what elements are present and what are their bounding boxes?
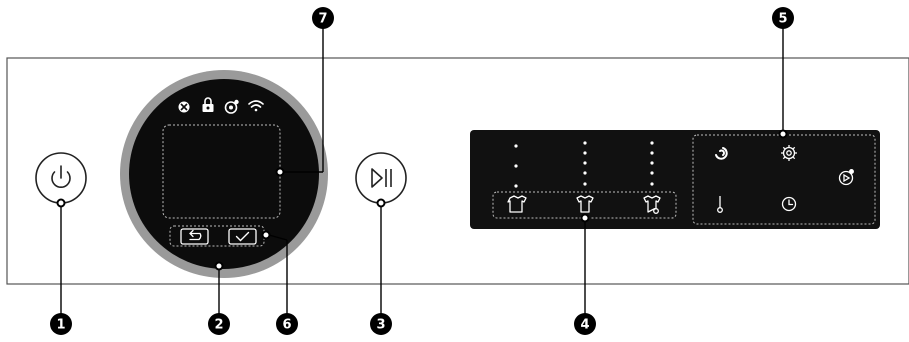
callout-1-label: 1 — [56, 318, 65, 333]
mixed-shirt-icon[interactable] — [576, 195, 594, 213]
spin-icon[interactable] — [715, 147, 728, 160]
callout-6: 6 — [276, 313, 298, 335]
callout-7-label: 7 — [318, 12, 327, 27]
timer-icon[interactable] — [781, 196, 797, 212]
play-pause-icon — [371, 168, 392, 188]
callout-3: 3 — [370, 313, 392, 335]
callout-2-label: 2 — [214, 318, 223, 333]
confirm-icon — [235, 231, 250, 242]
cycle-selector[interactable] — [514, 141, 654, 188]
display-unit — [120, 70, 328, 278]
no-water-icon — [178, 101, 190, 113]
settings-icon[interactable] — [781, 145, 797, 161]
confirm-button[interactable] — [228, 228, 257, 245]
back-icon — [189, 229, 202, 241]
power-icon — [51, 165, 71, 188]
power-button[interactable] — [35, 152, 87, 204]
callout-1: 1 — [50, 313, 72, 335]
callout-3-label: 3 — [376, 318, 385, 333]
option-button-group — [692, 134, 876, 225]
callout-2: 2 — [208, 313, 230, 335]
start-pause-button[interactable] — [355, 152, 407, 204]
smart-control-icon — [224, 99, 239, 114]
display-button-group — [169, 225, 265, 247]
callout-6-label: 6 — [282, 318, 291, 333]
display-face — [129, 79, 319, 269]
back-button[interactable] — [180, 228, 209, 245]
callout-5: 5 — [772, 7, 794, 29]
child-lock-icon — [202, 97, 214, 112]
callout-7: 7 — [312, 7, 334, 29]
leader-endpoints — [56, 129, 788, 271]
callout-5-label: 5 — [778, 12, 787, 27]
display-screen-area — [162, 124, 281, 219]
add-cycle-icon[interactable] — [838, 169, 854, 186]
temperature-icon[interactable] — [717, 196, 723, 213]
cycle-option-panel — [470, 130, 880, 229]
wool-shirt-icon[interactable] — [643, 195, 661, 214]
callout-4-label: 4 — [580, 318, 589, 333]
callout-4: 4 — [574, 313, 596, 335]
leader-lines — [60, 18, 784, 324]
wifi-icon — [248, 100, 264, 112]
cotton-shirt-icon[interactable] — [507, 195, 527, 213]
